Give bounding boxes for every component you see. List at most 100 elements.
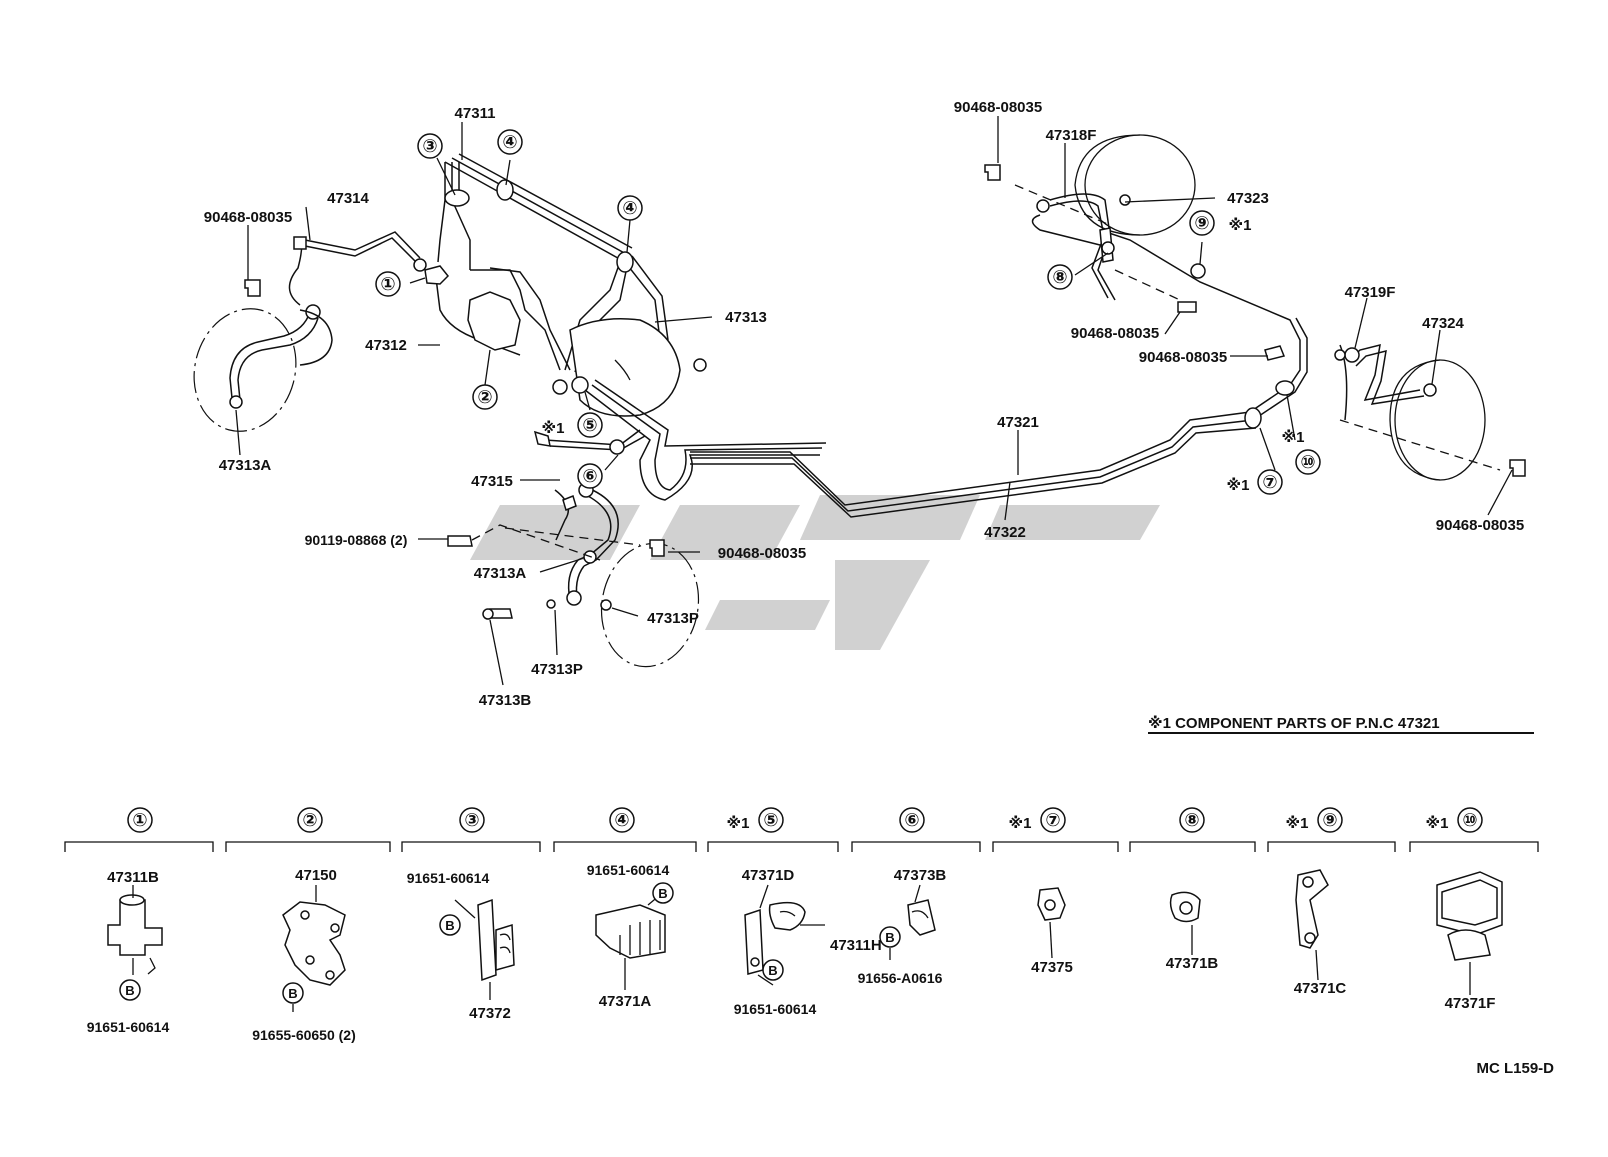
callout-47313A-mid: 47313A [474,565,527,582]
component-labels: 47311B 91651-60614 47150 91655-60650 (2)… [87,862,1496,1043]
comp1-label-b: 91651-60614 [87,1019,170,1035]
callout-47313P-a: 47313P [647,610,699,627]
component-note: ※1 COMPONENT PARTS OF P.N.C 47321 [1148,714,1440,732]
watermark-logo [470,495,1160,650]
svg-text:⑦: ⑦ [1262,472,1277,492]
callout-labels: 47311 47314 90468-08035 47312 47313 4731… [204,99,1524,709]
marker-6: ⑥ [577,463,603,489]
svg-text:B: B [658,886,667,901]
callout-47313P-b: 47313P [531,661,583,678]
marker-2: ② [472,384,498,410]
comp3-label-b: 47372 [469,1005,511,1022]
comp4-label-b: 47371A [599,993,652,1010]
comp-asterisk-9: ※1 [1286,814,1309,832]
asterisk-7: ※1 [1227,476,1250,494]
comp-marker-1: ① [127,807,153,833]
comp1-label-a: 47311B [107,869,159,886]
master-cylinder-area [424,153,827,501]
svg-text:①: ① [132,810,147,830]
asterisk-5: ※1 [542,419,565,437]
bottom-markers: ① ② ③ ④ ⑤ ※1 ⑥ ⑦ ※1 ⑧ ⑨ ※1 ⑩ ※1 [127,807,1483,833]
svg-text:⑧: ⑧ [1184,810,1199,830]
comp5-label-a: 47371D [742,867,795,884]
svg-text:⑩: ⑩ [1300,452,1315,472]
comp7-label-a: 47375 [1031,959,1073,976]
callout-90468-a: 90468-08035 [204,209,292,226]
callout-47324: 47324 [1422,315,1464,332]
svg-text:⑦: ⑦ [1045,810,1060,830]
marker-1: ① [375,271,401,297]
callout-90468-b: 90468-08035 [718,545,806,562]
callout-90468-e: 90468-08035 [1139,349,1227,366]
callout-47313A-left: 47313A [219,457,272,474]
comp5-label-c: 91651-60614 [734,1001,817,1017]
marker-9: ⑨ [1189,210,1215,236]
marker-5: ⑤ [577,412,603,438]
comp3-label-a: 91651-60614 [407,870,490,886]
svg-text:⑥: ⑥ [904,810,919,830]
rear-right-drum [1334,343,1526,481]
asterisk-9: ※1 [1229,216,1252,234]
b-mark-1: B [119,979,141,1001]
svg-text:B: B [288,986,297,1001]
callout-47321: 47321 [997,414,1039,431]
callout-47313B: 47313B [479,692,532,709]
diagram-code: MC L159-D [1476,1060,1554,1077]
svg-text:B: B [125,983,134,998]
comp4-label-a: 91651-60614 [587,862,670,878]
marker-4a: ④ [497,129,523,155]
comp9-label-a: 47371C [1294,980,1347,997]
rear-left-drum [984,134,1286,361]
callout-47313: 47313 [725,309,767,326]
comp2-label-a: 47150 [295,867,337,884]
svg-text:③: ③ [464,810,479,830]
comp10-label-a: 47371F [1445,995,1496,1012]
svg-text:②: ② [302,810,317,830]
svg-text:B: B [885,930,894,945]
asterisk-10: ※1 [1282,428,1305,446]
comp-marker-10: ⑩ [1457,807,1483,833]
comp-marker-2: ② [297,807,323,833]
b-mark-2: B [282,982,304,1004]
comp-asterisk-10: ※1 [1426,814,1449,832]
svg-text:④: ④ [622,198,637,218]
callout-47318F: 47318F [1046,127,1097,144]
leader-lines [235,116,1513,686]
comp2-label-b: 91655-60650 (2) [252,1027,356,1043]
svg-text:⑧: ⑧ [1052,267,1067,287]
right-front-brake-disc [447,482,700,668]
callout-90468-c: 90468-08035 [954,99,1042,116]
comp6-label-a: 47373B [894,867,947,884]
callout-90468-f: 90468-08035 [1436,517,1524,534]
svg-text:B: B [445,918,454,933]
callout-47322: 47322 [984,524,1026,541]
callout-47323: 47323 [1227,190,1269,207]
svg-text:④: ④ [502,132,517,152]
svg-text:⑨: ⑨ [1194,213,1209,233]
component-brackets [64,841,1539,852]
svg-text:③: ③ [422,136,437,156]
comp-marker-5: ⑤ [758,807,784,833]
comp5-label-b: 47311H [830,937,882,954]
callout-47319F: 47319F [1345,284,1396,301]
comp8-label-a: 47371B [1166,955,1219,972]
b-mark-3: B [439,914,461,936]
callout-47315: 47315 [471,473,513,490]
svg-text:B: B [768,963,777,978]
b-mark-5: B [762,959,784,981]
svg-text:②: ② [477,387,492,407]
callout-90468-d: 90468-08035 [1071,325,1159,342]
svg-text:①: ① [380,274,395,294]
svg-text:⑤: ⑤ [763,810,778,830]
marker-7: ⑦ [1257,469,1283,495]
left-front-brake-disc [193,231,427,432]
rear-brake-line [690,229,1308,518]
b-mark-6: B [879,926,901,948]
marker-8: ⑧ [1047,264,1073,290]
svg-text:⑥: ⑥ [582,466,597,486]
comp-marker-7: ⑦ [1040,807,1066,833]
svg-text:⑨: ⑨ [1322,810,1337,830]
marker-3: ③ [417,133,443,159]
